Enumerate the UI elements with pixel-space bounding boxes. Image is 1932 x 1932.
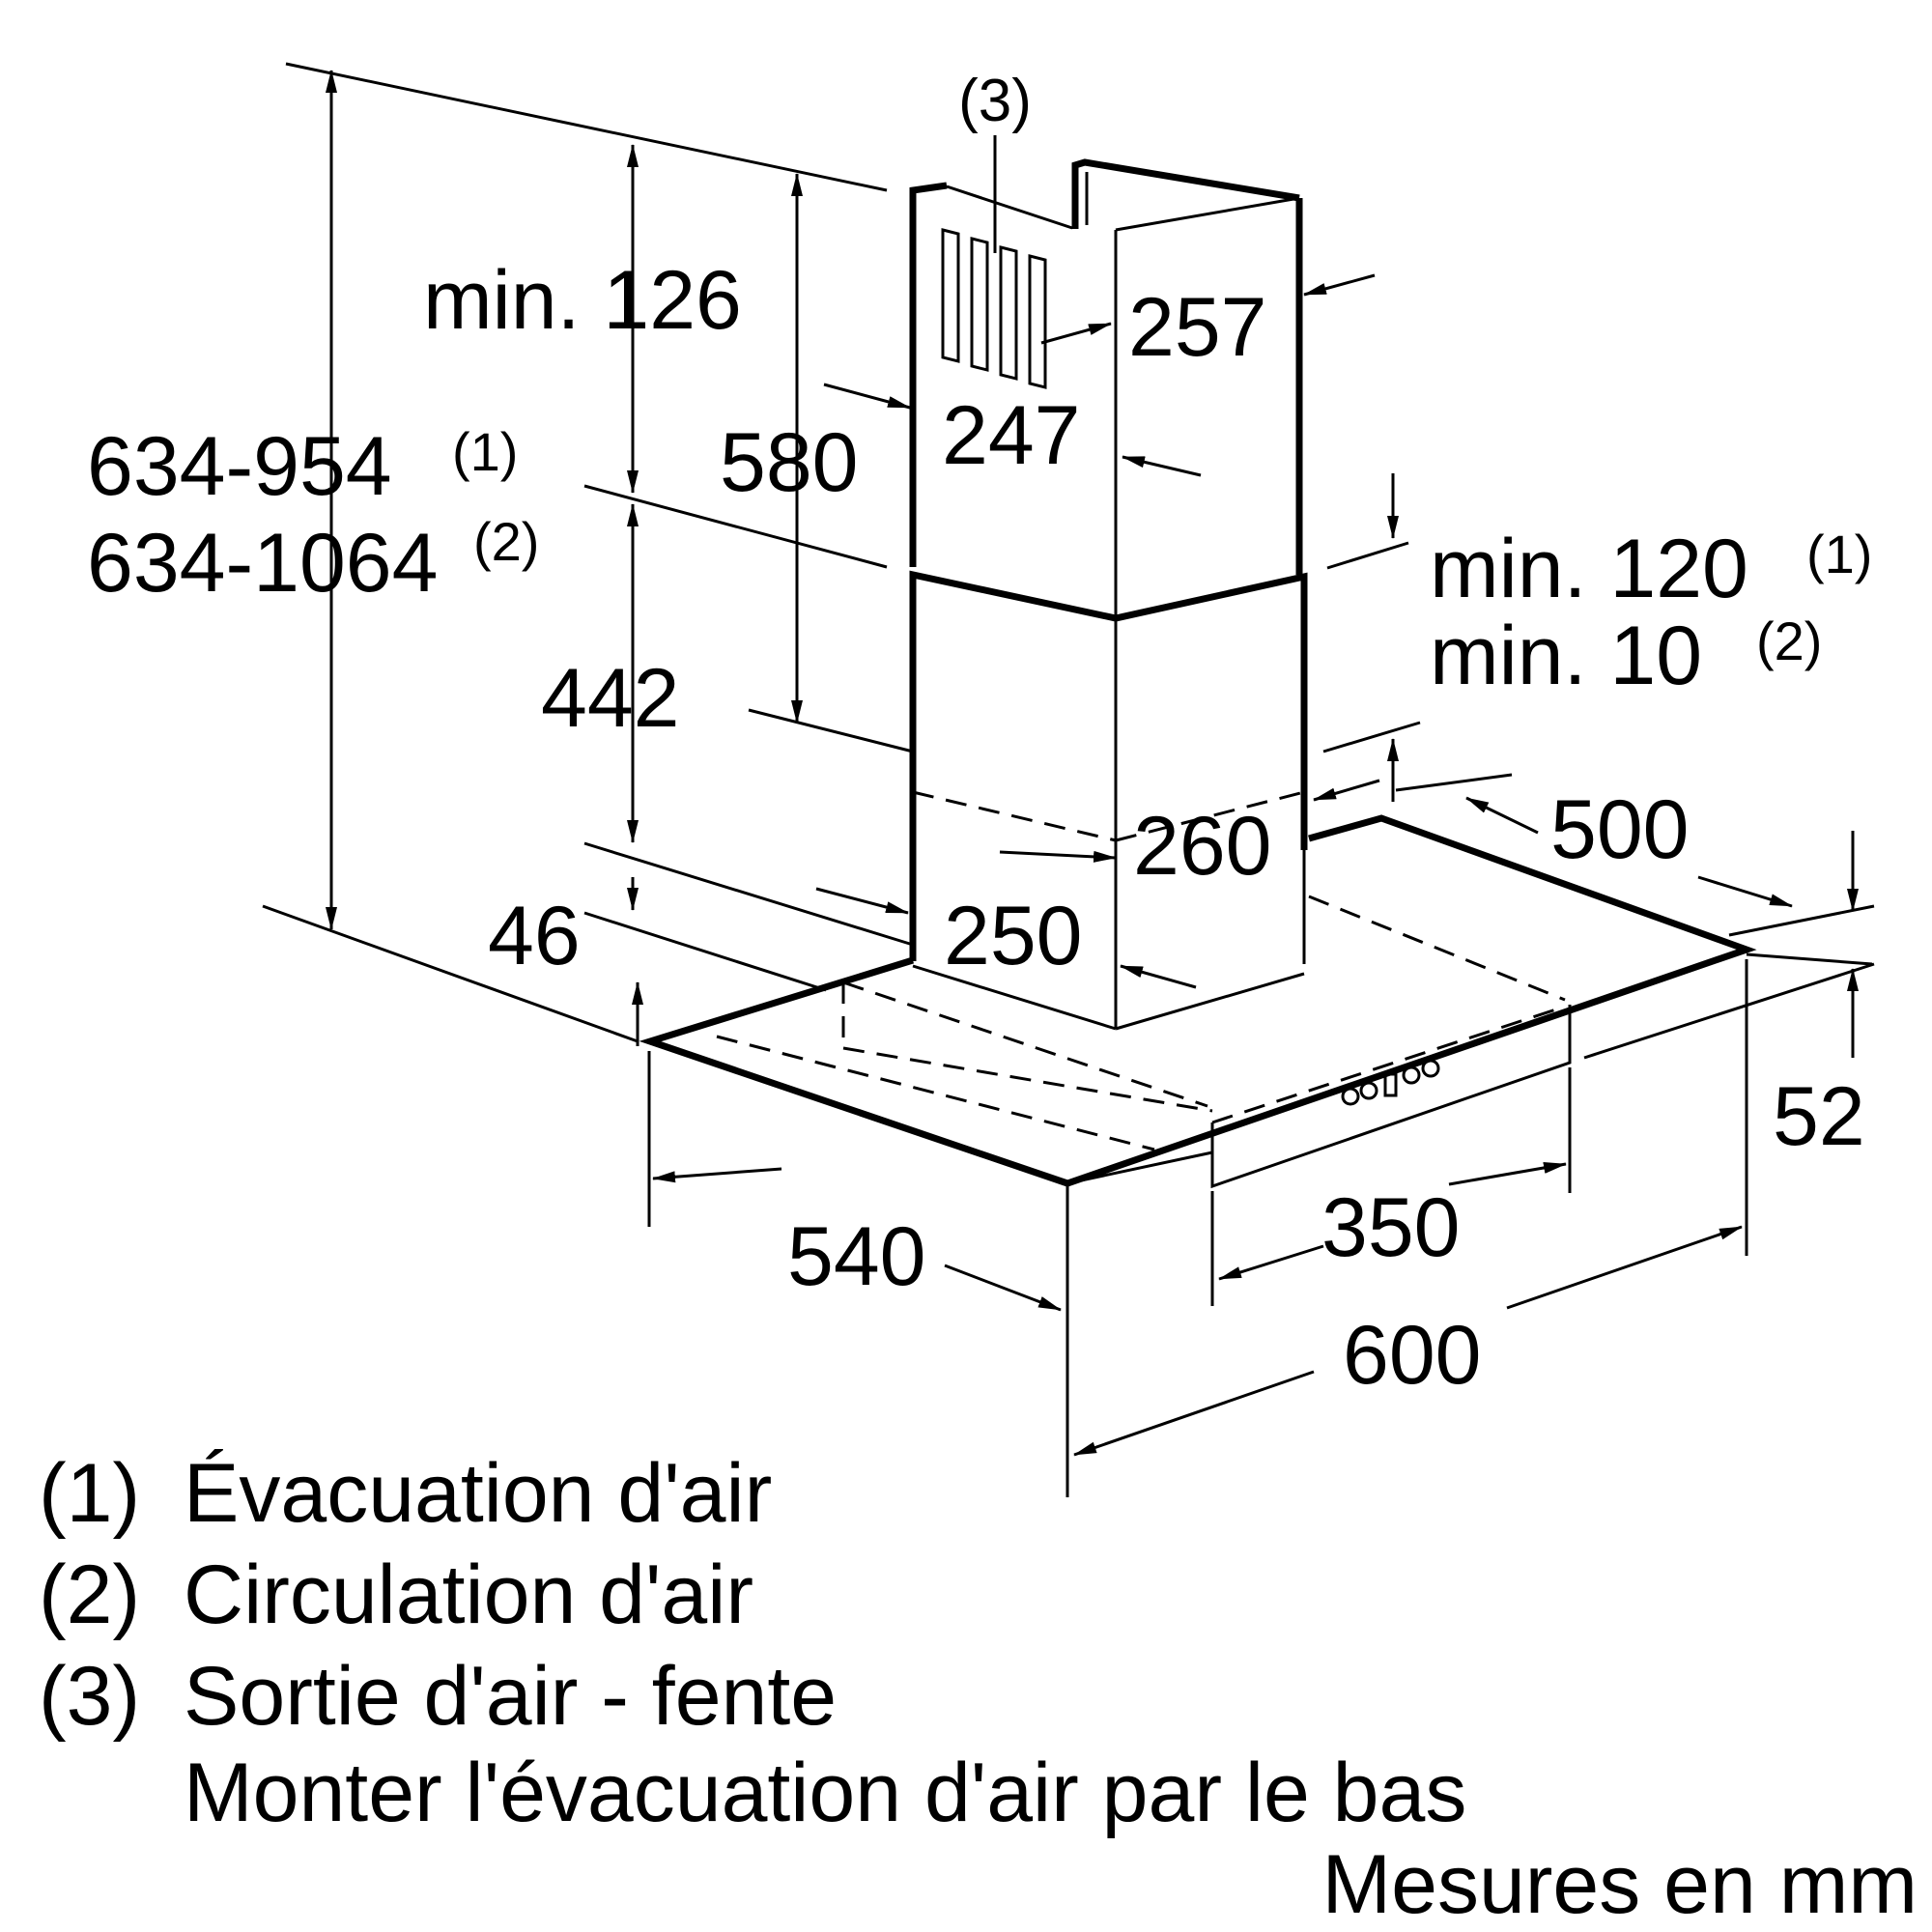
dim-350: 350 <box>1321 1181 1461 1274</box>
dimension-labels: (3) min. 126 634-954 (1) 634-1064 (2) 58… <box>87 68 1872 1402</box>
dim-total-height-2-ref: (2) <box>473 511 539 572</box>
dim-600: 600 <box>1343 1309 1482 1402</box>
dim-min-10: min. 10 <box>1430 610 1702 702</box>
dim-min-126: min. 126 <box>423 254 742 347</box>
hood-drawing <box>639 158 1757 1189</box>
upper-chimney <box>909 158 1303 618</box>
dim-260: 260 <box>1133 800 1272 893</box>
legend-item2-text: Circulation d'air <box>184 1548 753 1641</box>
dim-580: 580 <box>720 416 859 509</box>
dimension-arrows <box>326 70 1859 1457</box>
canopy <box>639 814 1757 1187</box>
reference-lines <box>262 62 1875 1497</box>
air-outlet-slots <box>941 228 1047 389</box>
legend-item2-number: (2) <box>39 1548 140 1641</box>
dim-min-120-ref: (1) <box>1806 524 1872 584</box>
dim-52: 52 <box>1773 1070 1865 1163</box>
dim-total-height-2: 634-1064 <box>87 517 438 610</box>
dim-500: 500 <box>1550 783 1690 876</box>
control-panel <box>1210 1005 1572 1189</box>
control-knobs <box>1341 1059 1440 1106</box>
dim-total-height-1-ref: (1) <box>452 421 518 482</box>
dim-min-120: min. 120 <box>1430 523 1748 615</box>
dim-total-height-1: 634-954 <box>87 420 392 513</box>
legend-item1-number: (1) <box>39 1447 140 1540</box>
legend: (1) Évacuation d'air (2) Circulation d'a… <box>39 1447 1918 1931</box>
dim-442: 442 <box>541 652 680 745</box>
lower-chimney <box>909 570 1308 1031</box>
dim-540: 540 <box>787 1210 926 1303</box>
dim-250: 250 <box>944 890 1083 982</box>
legend-item3-note: Monter l'évacuation d'air par le bas <box>184 1747 1466 1839</box>
dim-46: 46 <box>488 890 581 982</box>
callout-3-label: (3) <box>958 68 1032 134</box>
legend-item3-text: Sortie d'air - fente <box>184 1650 837 1743</box>
legend-item1-text: Évacuation d'air <box>184 1447 772 1540</box>
dim-247: 247 <box>942 389 1081 482</box>
dim-min-10-ref: (2) <box>1756 611 1822 671</box>
legend-item3-number: (3) <box>39 1650 140 1743</box>
units-note: Mesures en mm <box>1322 1838 1918 1931</box>
dim-257: 257 <box>1128 281 1267 374</box>
